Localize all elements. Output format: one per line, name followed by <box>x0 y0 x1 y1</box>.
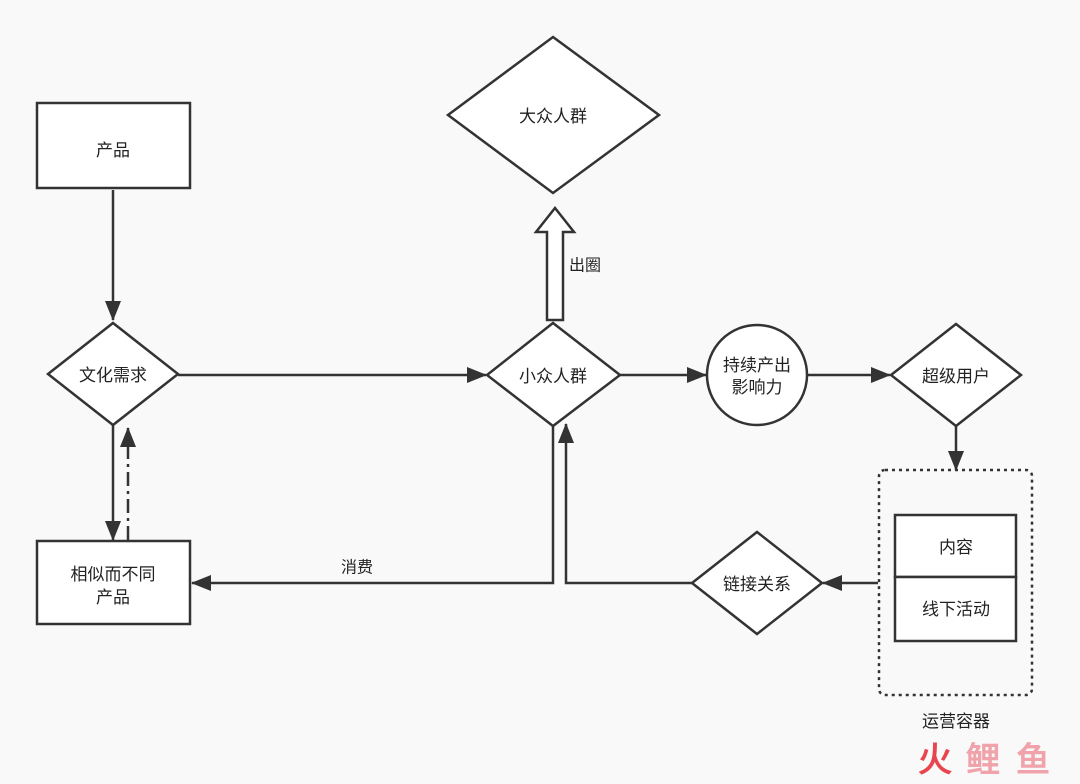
node-content-label: 内容 <box>939 538 973 558</box>
hollow-arrow-break-circle <box>533 205 577 322</box>
node-product <box>35 101 192 190</box>
node-similar-product <box>35 539 192 626</box>
node-sustained-influence-line2: 影响力 <box>732 378 783 398</box>
node-niche-crowd-label: 小众人群 <box>519 367 587 387</box>
node-product-label: 产品 <box>96 141 130 161</box>
watermark-char-2: 鲤 <box>966 741 1000 781</box>
node-cultural-needs <box>45 321 181 427</box>
node-similar-product-line1: 相似而不同 <box>71 565 156 585</box>
node-offline-events-label: 线下活动 <box>922 600 990 620</box>
group-ops-container-label: 运营容器 <box>922 712 990 732</box>
node-link-relation <box>689 530 825 636</box>
node-sustained-influence-line1: 持续产出 <box>723 356 791 376</box>
node-link-relation-label: 链接关系 <box>723 575 791 595</box>
node-cultural-needs-label: 文化需求 <box>79 366 147 386</box>
node-offline-events <box>893 575 1018 643</box>
node-super-users <box>888 322 1024 428</box>
node-mass-crowd <box>445 35 662 195</box>
edge-label-consume: 消费 <box>341 558 373 577</box>
node-content <box>893 513 1018 579</box>
watermark-char-1: 火 <box>918 741 952 781</box>
watermark-char-3: 鱼 <box>1016 741 1050 781</box>
group-ops-container <box>877 468 1034 697</box>
node-sustained-influence <box>705 323 809 427</box>
node-mass-crowd-label: 大众人群 <box>519 107 587 127</box>
watermark-logo: 火 鲤 鱼 <box>918 741 1050 781</box>
edge-label-break-circle: 出圈 <box>569 256 601 275</box>
edge-niche-crowd-to-similar-product <box>191 426 555 591</box>
edge-link-relation-to-niche-crowd <box>558 423 692 585</box>
node-super-users-label: 超级用户 <box>922 367 990 387</box>
node-similar-product-line2: 产品 <box>96 588 130 608</box>
node-niche-crowd <box>484 321 623 428</box>
